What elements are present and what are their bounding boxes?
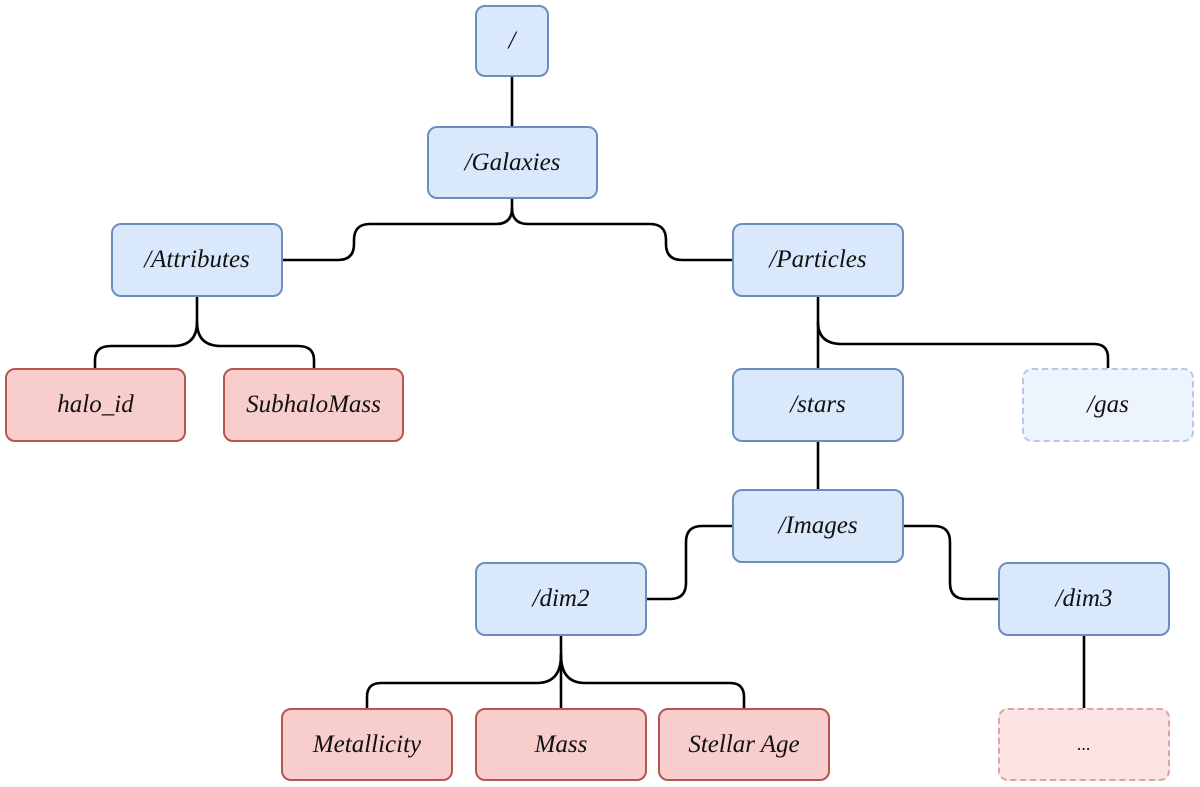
node-particles[interactable]: /Particles: [732, 223, 904, 297]
node-dim3[interactable]: /dim3: [998, 562, 1170, 636]
edge-dim2-stellar-age: [559, 653, 746, 711]
node-dim2[interactable]: /dim2: [475, 562, 647, 636]
node-more[interactable]: ...: [998, 708, 1170, 781]
edge-attributes-subhalo-mass: [195, 320, 316, 371]
edge-galaxies-particles: [510, 206, 735, 262]
edge-dim2-metallicity: [365, 653, 563, 711]
node-attributes[interactable]: /Attributes: [111, 223, 283, 297]
edge-attributes-halo-id: [93, 294, 199, 371]
edge-galaxies-attributes: [281, 196, 514, 262]
node-root[interactable]: /: [475, 5, 549, 77]
node-subhalo-mass[interactable]: SubhaloMass: [223, 368, 404, 442]
node-gas[interactable]: /gas: [1022, 368, 1194, 442]
edge-particles-gas: [816, 320, 1110, 371]
node-stellar-age[interactable]: Stellar Age: [658, 708, 830, 781]
edge-images-dim3: [901, 524, 1001, 601]
node-images[interactable]: /Images: [732, 489, 904, 563]
edge-images-dim2: [645, 524, 735, 601]
node-metallicity[interactable]: Metallicity: [281, 708, 453, 781]
node-galaxies[interactable]: /Galaxies: [427, 126, 598, 199]
node-halo-id[interactable]: halo_id: [5, 368, 186, 442]
node-mass[interactable]: Mass: [475, 708, 647, 781]
node-stars[interactable]: /stars: [732, 368, 904, 442]
